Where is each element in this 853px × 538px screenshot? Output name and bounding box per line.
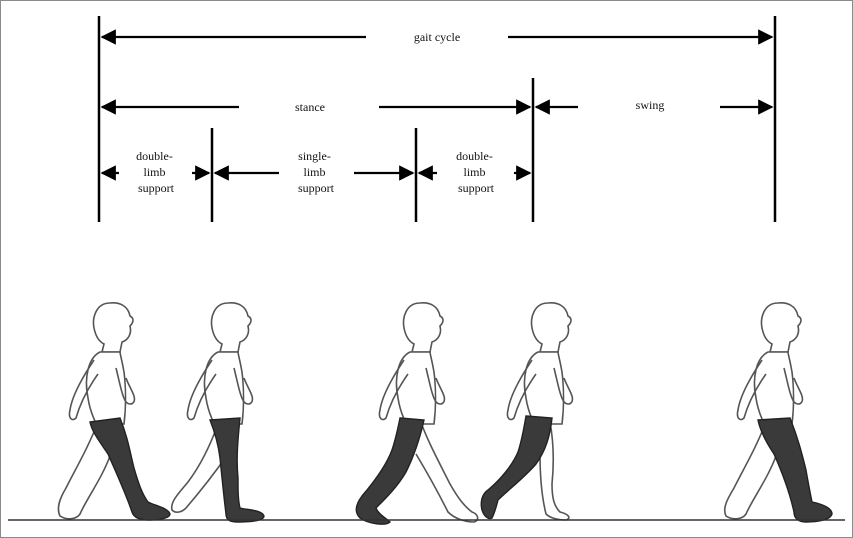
shaded-leg	[355, 417, 425, 525]
walker-figure-2	[170, 302, 265, 523]
walker-figure-4	[480, 302, 574, 521]
phase-boundaries	[97, 16, 777, 222]
swing-label: swing	[636, 98, 665, 112]
walker-figure-5	[723, 302, 833, 523]
stance-label: stance	[295, 100, 325, 114]
double-limb-support-1-label: double- limb support	[136, 149, 176, 195]
single-limb-support-label: single- limb support	[298, 149, 335, 195]
double-limb-support-2-label: double- limb support	[456, 149, 496, 195]
walker-figure-1	[57, 302, 171, 521]
shaded-leg	[480, 415, 553, 520]
walker-figure-3	[355, 302, 479, 525]
gait-cycle-label: gait cycle	[414, 30, 460, 44]
shaded-leg	[89, 417, 171, 521]
shaded-leg	[208, 417, 265, 523]
